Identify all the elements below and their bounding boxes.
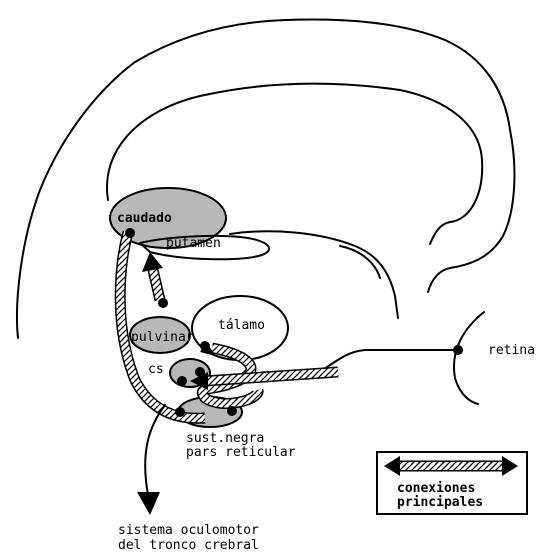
node-sust-negra-right: [227, 406, 237, 416]
node-pulvinar-top: [158, 298, 168, 308]
oculomotor-output: [144, 404, 166, 496]
label-cs: cs: [148, 362, 164, 377]
cortex-outline: [15, 18, 516, 339]
label-sust-negra-2: pars reticular: [186, 445, 296, 460]
label-sust-negra-1: sust.negra: [186, 431, 264, 446]
arrowhead-down: [137, 492, 160, 515]
legend-arrow-right: [502, 456, 518, 476]
putamen-outline: [139, 234, 271, 261]
arrowhead-to-cs: [190, 372, 208, 390]
caudado-nucleus: [109, 187, 227, 249]
label-retina: retina: [488, 343, 535, 358]
node-caudado: [125, 228, 135, 238]
pulvinar-nucleus: [129, 316, 191, 354]
legend-line-1: conexiones: [397, 481, 475, 496]
label-oculomotor-1: sistema oculomotor: [118, 523, 259, 538]
legend-line-2: principales: [397, 495, 483, 510]
node-pulvinar: [200, 341, 210, 351]
label-pulvinar: pulvinar: [131, 330, 194, 345]
label-caudado: caudado: [117, 211, 172, 226]
retina-curve: [453, 311, 485, 405]
node-sust-negra-left: [175, 407, 185, 417]
label-oculomotor-2: del tronco crebral: [118, 538, 259, 553]
cortex-inner-arc: [105, 82, 484, 245]
brainstem-edge: [339, 245, 381, 279]
node-cs-left: [177, 376, 187, 386]
legend-arrow-left: [384, 456, 400, 476]
node-retina: [453, 345, 463, 355]
arrowhead-up: [142, 252, 163, 272]
label-talamo: tálamo: [218, 318, 265, 333]
label-putamen: putamen: [166, 236, 221, 251]
sulcus-lower: [229, 230, 399, 319]
legend: conexiones principales: [376, 451, 528, 515]
node-cs-right: [195, 367, 205, 377]
